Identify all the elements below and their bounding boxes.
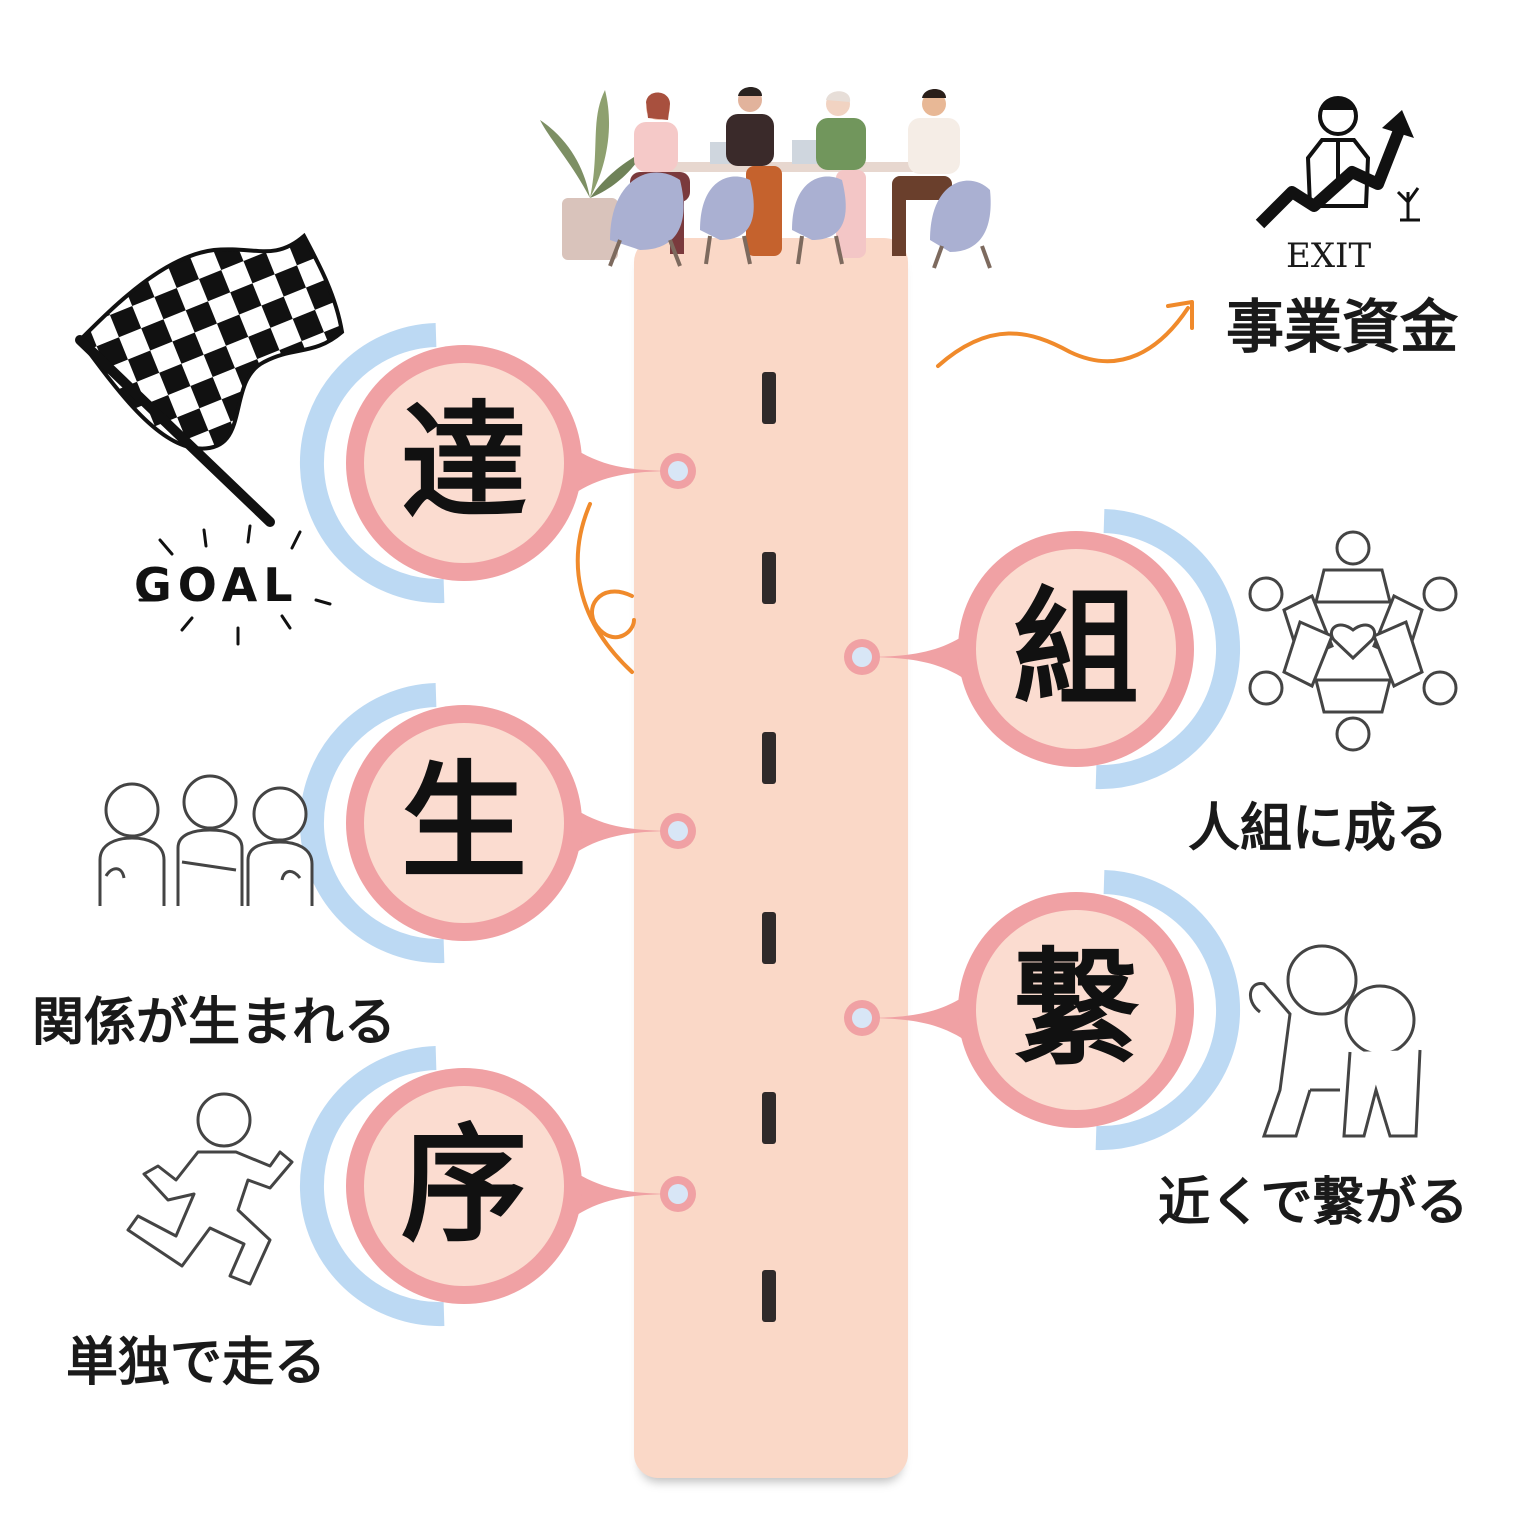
business-growth-icon (1255, 96, 1420, 229)
stage-label: 関係が生まれる (32, 993, 397, 1053)
running-person-icon (126, 1092, 294, 1286)
road-dash (762, 1270, 776, 1322)
checkered-flag-icon (75, 232, 345, 527)
road-dash (762, 1092, 776, 1144)
stage-kanji: 達 (401, 389, 527, 536)
exit-subtitle: 事業資金 (1226, 293, 1459, 361)
road-dash (762, 372, 776, 424)
stage-label: 近くで繋がる (1158, 1173, 1469, 1233)
stage-kanji: 生 (401, 749, 527, 896)
road-dash (762, 912, 776, 964)
road-dash (762, 552, 776, 604)
stage-kanji: 序 (401, 1112, 527, 1259)
exit-arrow (936, 300, 1194, 368)
team-meeting-illustration (540, 87, 992, 269)
two-people-icon (1249, 944, 1422, 1138)
group-people-icon (98, 774, 314, 906)
goal-badge: GOAL (120, 520, 360, 650)
team-circle-heart-icon (1248, 530, 1458, 752)
road-dash (762, 732, 776, 784)
exit-title: EXIT (1286, 236, 1372, 276)
stage-kanji: 組 (1013, 575, 1139, 722)
stage-label: 人組に成る (1188, 799, 1449, 859)
stage-label: 単独で走る (66, 1333, 327, 1393)
goal-text: GOAL (134, 558, 299, 612)
road (634, 238, 908, 1478)
orange-loop (575, 502, 636, 674)
stage-kanji: 繋 (1013, 936, 1139, 1083)
